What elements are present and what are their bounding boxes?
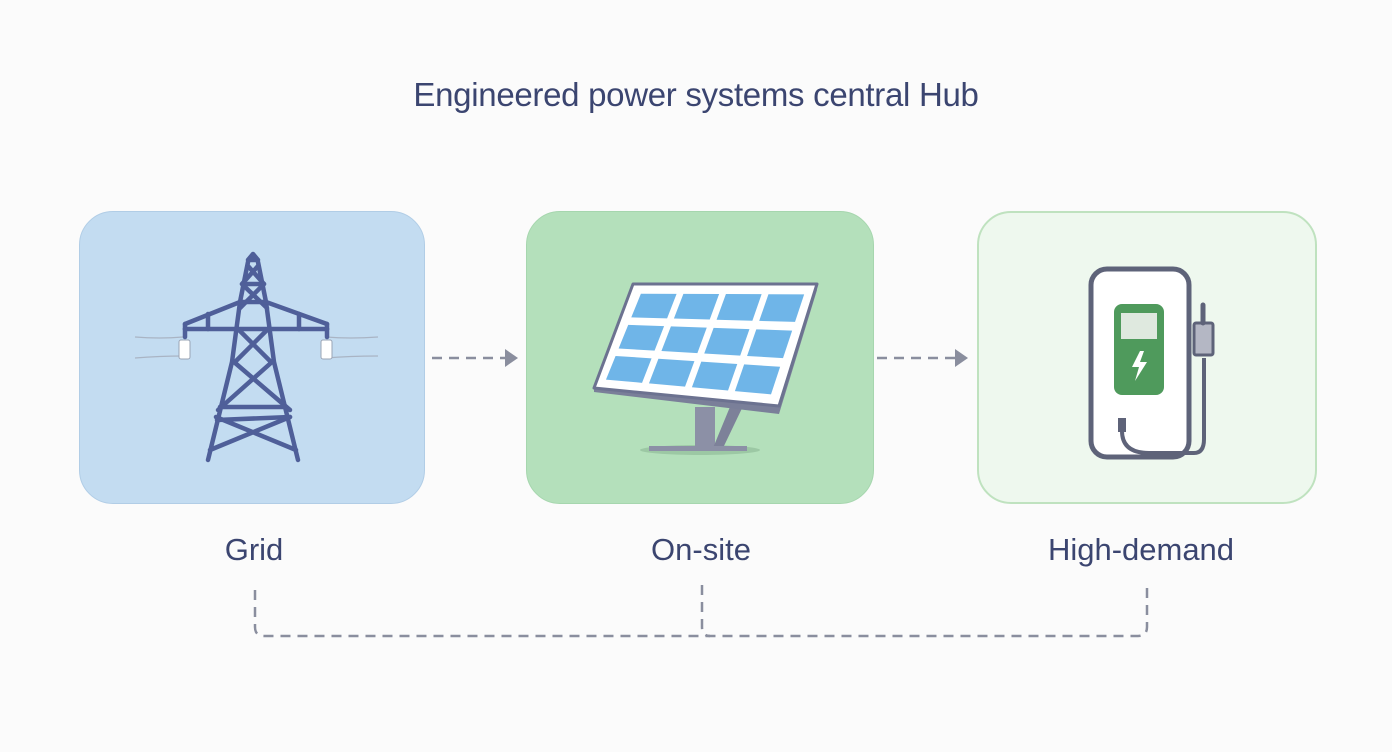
solar-cell [734,364,781,395]
high-demand-node-card [977,211,1317,504]
solar-cell [618,324,665,351]
solar-cell [605,355,652,383]
solar-cell [691,361,738,391]
arrowhead-icon [505,349,518,367]
solar-cell [747,329,793,359]
solar-cell [716,294,762,321]
solar-cell [673,293,720,320]
solar-cell [759,294,805,322]
arrowhead-icon [955,349,968,367]
ev-charger-icon [1088,266,1215,460]
diagram-title: Engineered power systems central Hub [413,76,979,113]
grid-label: Grid [224,532,284,567]
solar-cell [631,293,677,319]
bracket-onsite-branch [700,585,711,638]
onsite-label: On-site [651,532,751,567]
solar-panel-icon [592,282,819,455]
solar-cell [648,358,695,387]
transmission-tower-icon [134,251,379,463]
grid-node-card [79,211,425,504]
bracket-connector [253,587,1149,638]
solar-cell [661,326,707,354]
onsite-node-card [526,211,874,504]
solar-cell [704,327,750,356]
high-demand-label: High-demand [1047,532,1235,567]
solar-cells [605,293,805,395]
